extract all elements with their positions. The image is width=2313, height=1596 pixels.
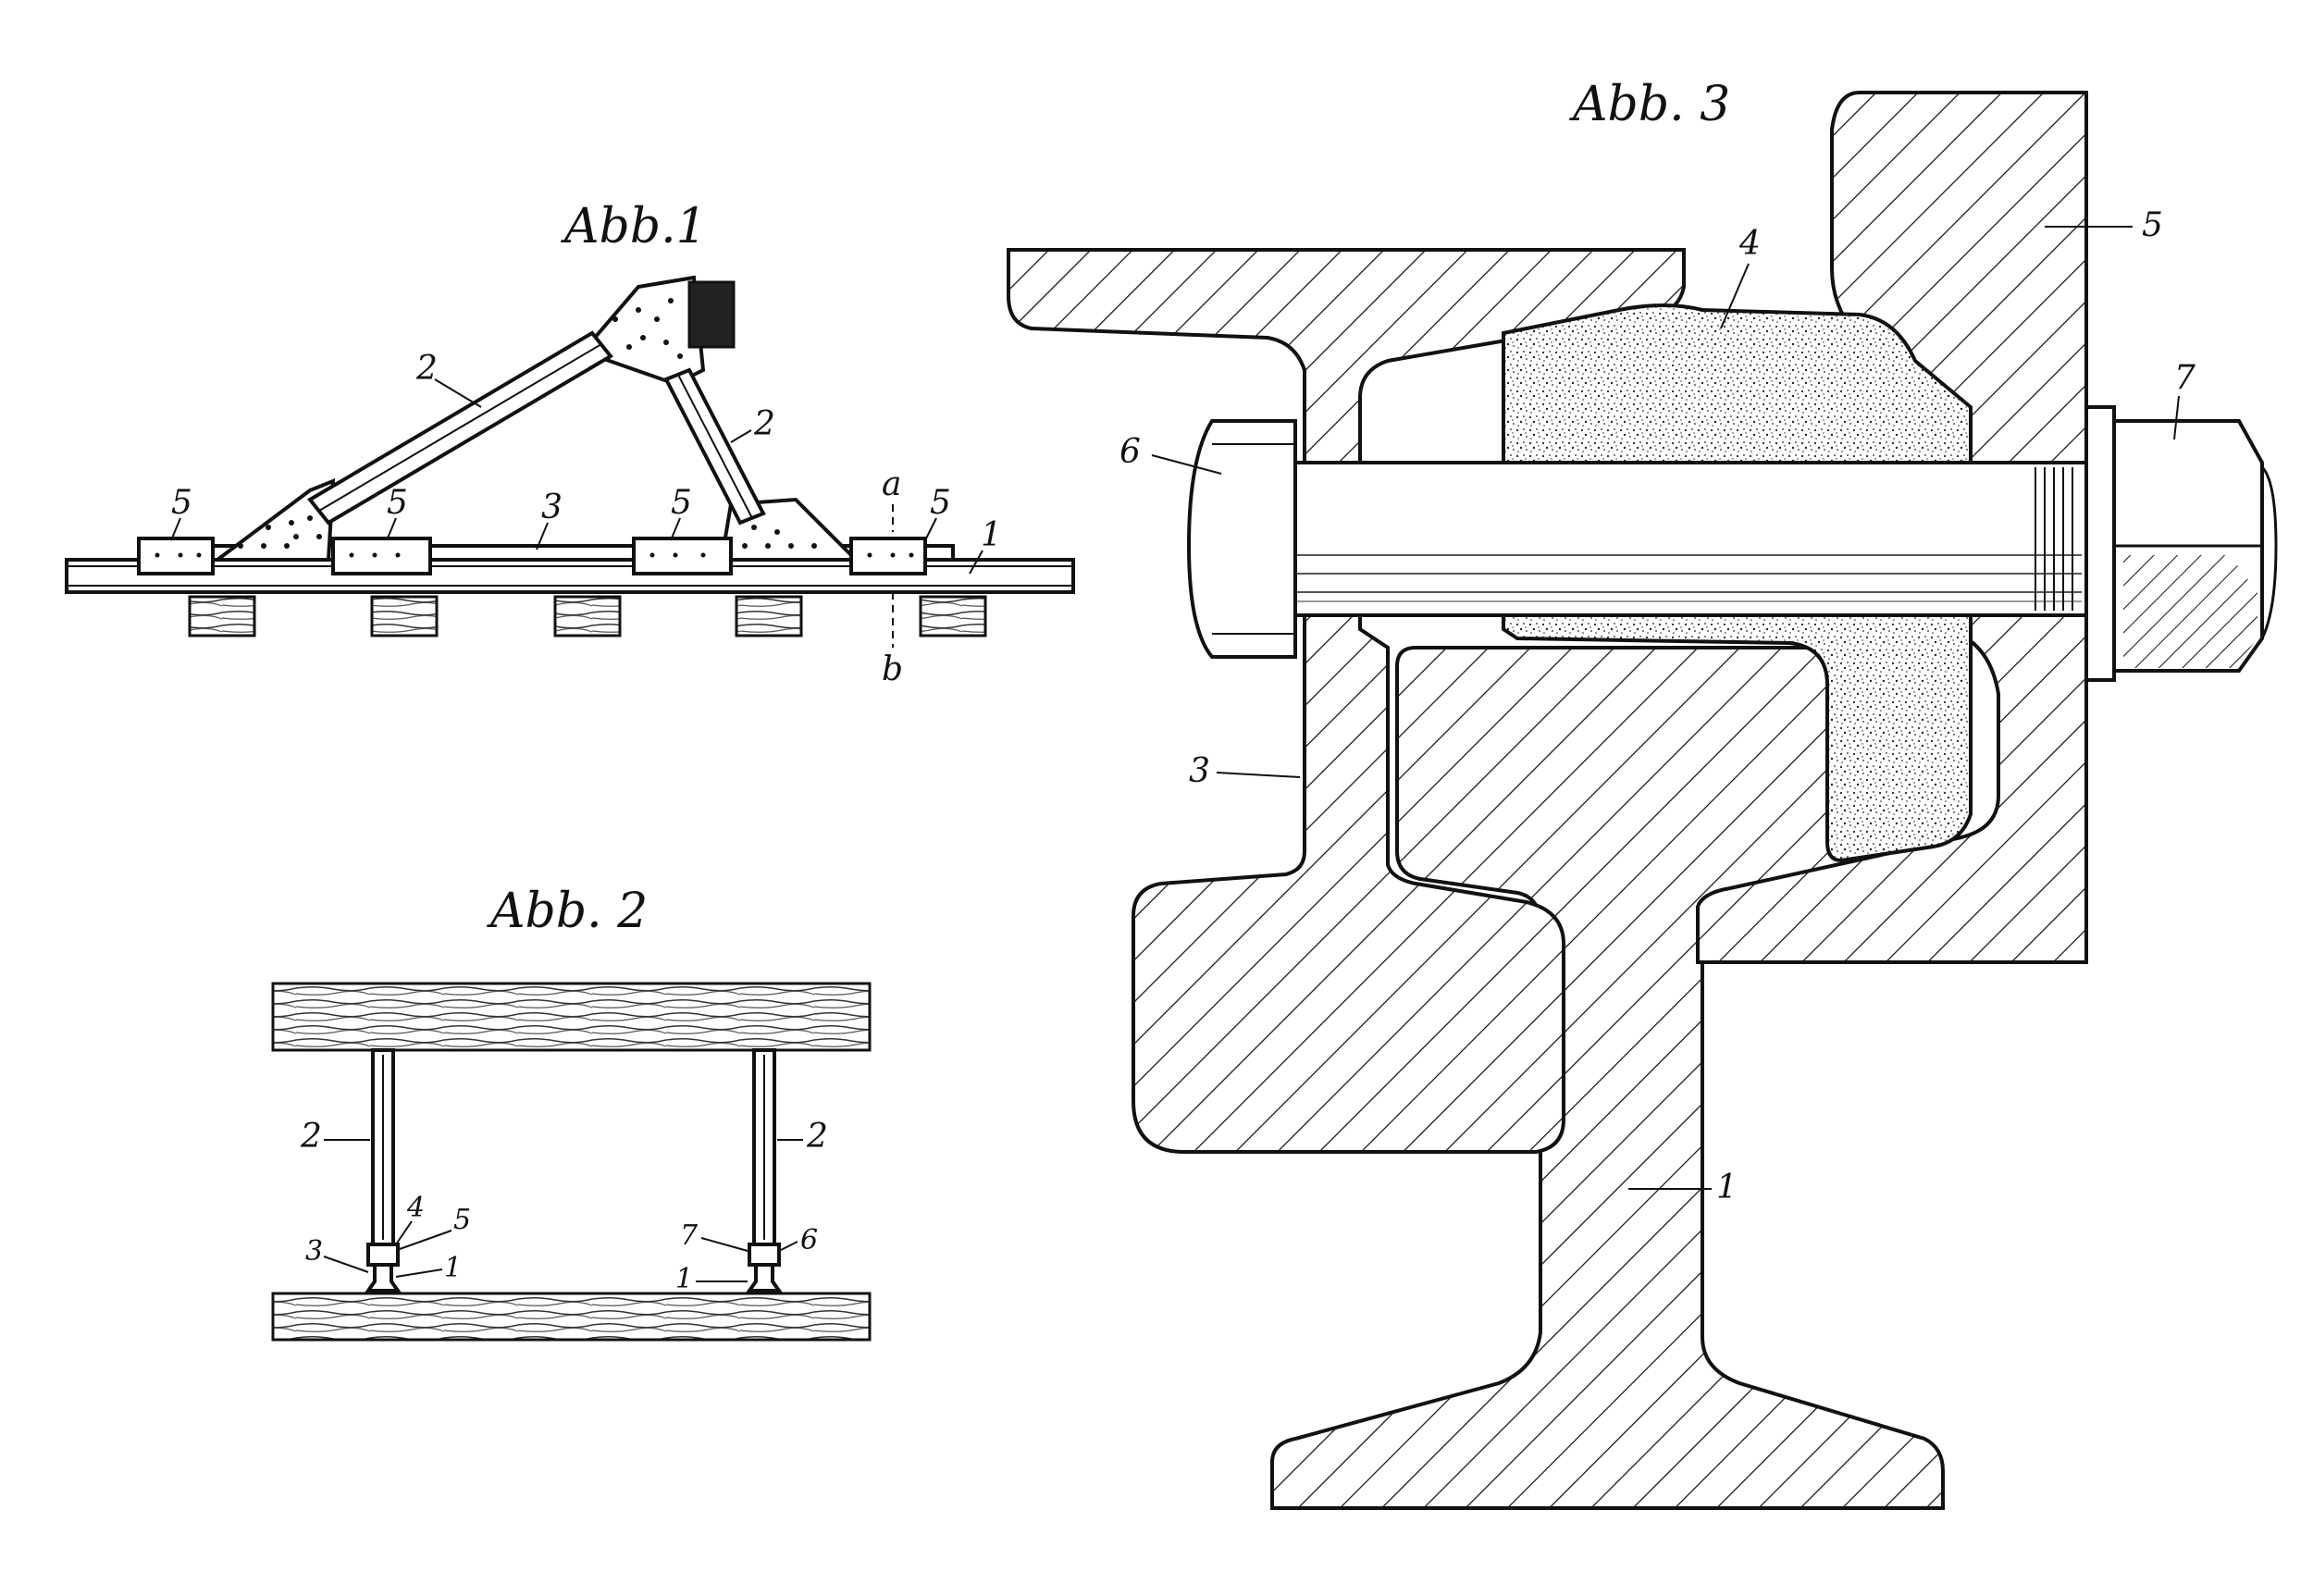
figure-1: Abb.1 [65, 199, 1075, 688]
fig1-label-5c: 5 [671, 484, 692, 522]
fig2-label-1-left: 1 [444, 1252, 462, 1284]
fig3-nut [2084, 405, 2278, 682]
figure-3-title: Abb. 3 [1569, 77, 1730, 132]
fig3-clamp-left [1007, 248, 1686, 1154]
fig3-label-5: 5 [2142, 206, 2163, 244]
fig2-strut-left [365, 1048, 402, 1293]
fig2-label-4: 4 [406, 1192, 425, 1224]
fig3-label-3: 3 [1189, 752, 1210, 790]
fig1-strut-long [306, 330, 614, 526]
fig2-strut-right [746, 1048, 783, 1293]
fig1-rivets [155, 298, 914, 558]
fig1-label-5b: 5 [387, 484, 408, 522]
fig2-label-5: 5 [453, 1204, 471, 1236]
fig1-label-a: a [882, 465, 901, 503]
fig1-label-5a: 5 [171, 484, 192, 522]
fig2-label-1-right: 1 [675, 1263, 693, 1295]
fig3-label-6: 6 [1119, 433, 1141, 471]
fig3-labels: 1 3 4 5 6 7 [1119, 206, 2195, 1206]
fig2-label-6: 6 [800, 1224, 818, 1256]
fig1-label-1: 1 [981, 516, 1002, 554]
fig1-gusset-left [212, 477, 336, 562]
fig2-labels: 2 2 3 4 5 1 7 6 1 [300, 1118, 828, 1295]
fig3-bolt-shank [1289, 461, 2088, 617]
figure-2-title: Abb. 2 [487, 884, 648, 939]
fig2-label-7: 7 [680, 1219, 699, 1252]
fig1-apex-block [687, 280, 736, 349]
fig1-strut-short [663, 367, 766, 526]
figure-3: Abb. 3 [1007, 77, 2278, 1510]
fig2-top-timber [271, 982, 872, 1052]
fig1-gusset-top [579, 275, 706, 387]
fig1-labels: 2 2 3 1 a b 5 5 5 5 [170, 350, 1002, 688]
fig3-label-1: 1 [1716, 1169, 1738, 1206]
fig2-label-2-right: 2 [806, 1118, 828, 1156]
fig3-bolt-head [1186, 419, 1297, 659]
figure-2: Abb. 2 2 2 3 4 5 [271, 884, 872, 1342]
fig1-label-5d: 5 [930, 484, 951, 522]
fig1-clamps [137, 537, 927, 575]
fig1-label-2b: 2 [753, 405, 775, 443]
fig2-bottom-timber [271, 1292, 872, 1342]
fig1-label-3: 3 [541, 489, 563, 526]
fig1-rail [65, 558, 1075, 594]
fig1-label-b: b [882, 650, 903, 688]
figure-1-title: Abb.1 [561, 199, 707, 254]
fig1-label-2a: 2 [415, 350, 438, 388]
fig2-label-2-left: 2 [300, 1118, 322, 1156]
fig3-label-4: 4 [1738, 225, 1761, 263]
fig1-sleepers [188, 595, 987, 637]
fig3-label-7: 7 [2174, 359, 2195, 397]
fig2-label-3: 3 [305, 1235, 323, 1268]
